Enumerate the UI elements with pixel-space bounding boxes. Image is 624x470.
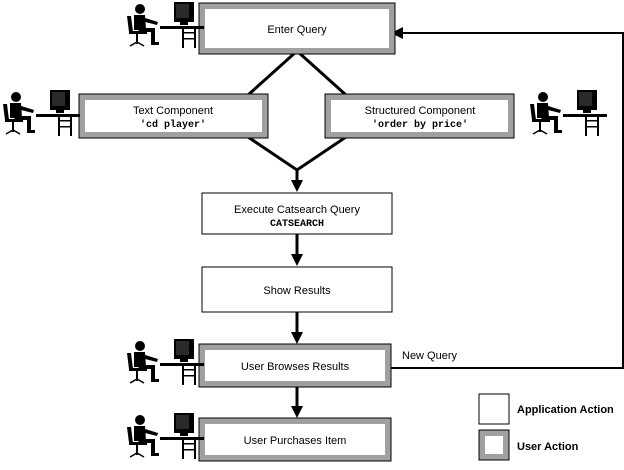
user-computer-icon [2, 89, 81, 137]
execute-query-code: CATSEARCH [270, 219, 324, 230]
user-computer-icon [126, 338, 205, 386]
user-computer-icon [126, 412, 205, 460]
text-component-node: Text Component 'cd player' [78, 93, 269, 139]
legend-application-label: Application Action [517, 404, 614, 416]
arrowheads [291, 180, 303, 418]
show-results-label: Show Results [263, 285, 331, 297]
new-query-label: New Query [402, 350, 458, 362]
arrowhead-execute [291, 180, 303, 192]
browse-results-label: User Browses Results [241, 361, 350, 373]
purchase-item-node: User Purchases Item [198, 417, 392, 462]
text-component-code: 'cd player' [140, 119, 206, 131]
legend-user-label: User Action [517, 441, 579, 453]
structured-component-node: Structured Component 'order by price' [324, 93, 515, 139]
arrowhead-purchase [291, 406, 303, 418]
structured-component-label: Structured Component [365, 105, 476, 117]
connectors [246, 49, 348, 410]
execute-query-label: Execute Catsearch Query [234, 204, 360, 216]
legend-swatch-application [478, 393, 510, 425]
user-computer-icon [126, 1, 205, 49]
legend: Application Action User Action [478, 393, 614, 461]
text-component-label: Text Component [133, 105, 213, 117]
enter-query-label: Enter Query [267, 24, 327, 36]
arrowhead-show [291, 254, 303, 266]
new-query-loop: New Query [389, 27, 624, 369]
execute-query-node: Execute Catsearch Query CATSEARCH [201, 192, 393, 235]
user-computer-icon [529, 89, 608, 137]
purchase-item-label: User Purchases Item [244, 435, 347, 447]
browse-results-node: User Browses Results [198, 343, 392, 388]
enter-query-node: Enter Query [198, 2, 396, 55]
arrowhead-browse [291, 332, 303, 344]
show-results-node: Show Results [201, 266, 393, 313]
legend-swatch-user [479, 430, 509, 460]
structured-component-code: 'order by price' [372, 119, 468, 131]
